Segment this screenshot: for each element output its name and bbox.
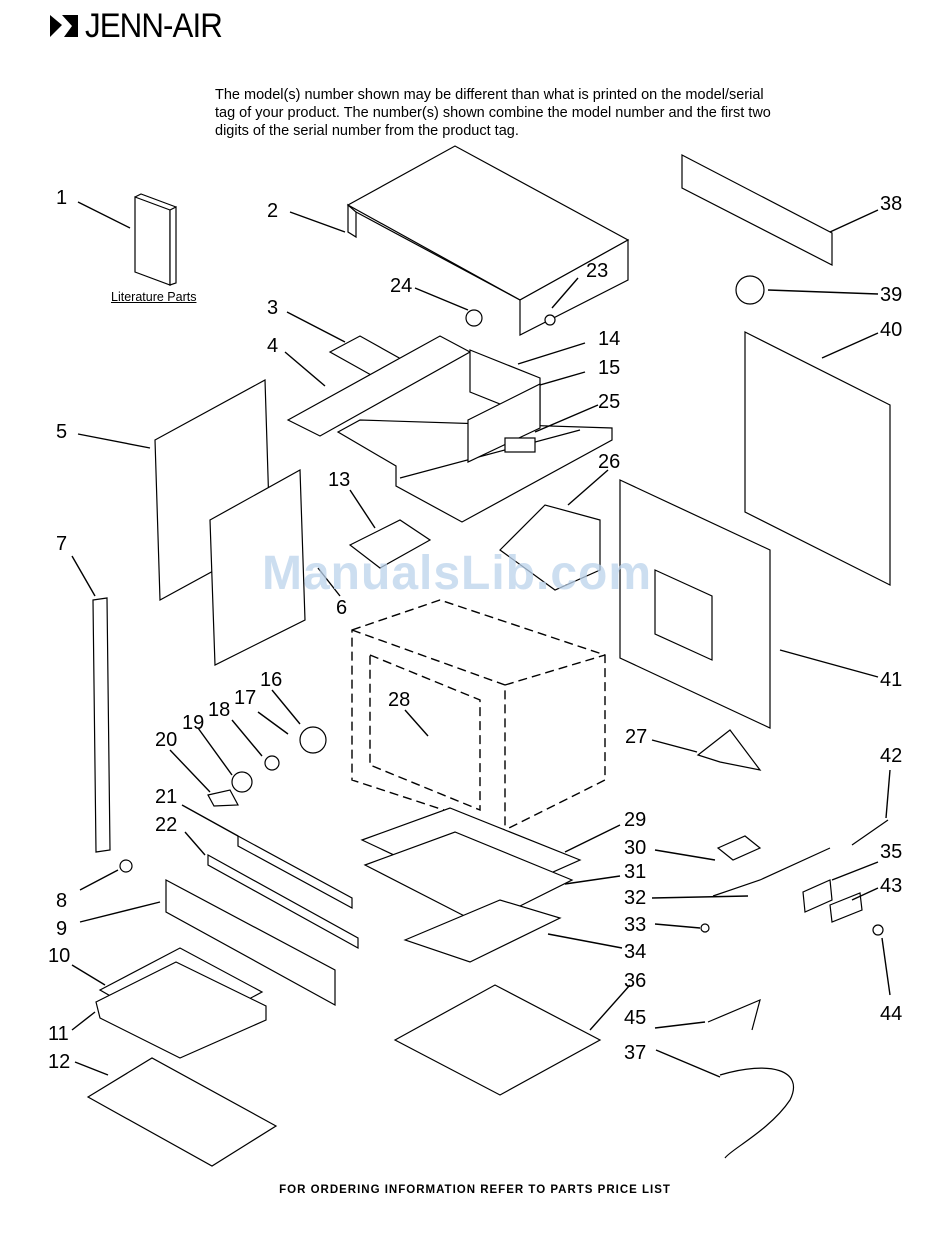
vent-bracket (681, 154, 833, 266)
rod-clip (700, 923, 710, 933)
top-cover (346, 145, 630, 336)
door-hinge (696, 729, 762, 771)
model-number-notice: The model(s) number shown may be differe… (215, 87, 771, 139)
door-latch-assembly (348, 519, 432, 569)
callout-38: 38 (880, 193, 902, 215)
callout-28: 28 (388, 689, 410, 711)
literature-parts-label: Literature Parts (111, 290, 197, 304)
callout-35: 35 (880, 841, 902, 863)
callout-39: 39 (880, 284, 902, 306)
callout-9: 9 (56, 918, 67, 940)
callout-30: 30 (624, 837, 646, 859)
callout-36: 36 (624, 970, 646, 992)
brand-name: JENN-AIR (85, 7, 223, 45)
bottom-support (403, 899, 562, 963)
switch-bracket (802, 879, 833, 913)
brand-logo: JENN-AIR (48, 6, 234, 46)
callout-6: 6 (336, 597, 347, 619)
callout-44: 44 (880, 1003, 902, 1025)
literature-booklet (134, 193, 177, 286)
actuator-rod (712, 847, 831, 897)
mounting-screw (544, 314, 556, 326)
switch-screw (872, 924, 884, 936)
bake-element-tray (363, 831, 574, 926)
vent-duct (499, 504, 601, 591)
callout-34: 34 (624, 941, 646, 963)
callout-23: 23 (586, 260, 608, 282)
latch-bracket (716, 835, 762, 861)
lamp-gasket (207, 789, 239, 807)
callout-4: 4 (267, 335, 278, 357)
callout-21: 21 (155, 786, 177, 808)
callout-37: 37 (624, 1042, 646, 1064)
door-spring (851, 819, 889, 846)
jenn-air-logo-icon (50, 15, 78, 37)
trim-screw (119, 859, 133, 873)
callout-31: 31 (624, 861, 646, 883)
rear-panel (744, 331, 891, 586)
lamp-lens (231, 771, 253, 793)
watermark: ManualsLib.com (262, 547, 653, 600)
drawer-frame (393, 984, 602, 1096)
ordering-footer: FOR ORDERING INFORMATION REFER TO PARTS … (279, 1184, 671, 1196)
callout-42: 42 (880, 745, 902, 767)
callout-16: 16 (260, 669, 282, 691)
callout-29: 29 (624, 809, 646, 831)
temperature-sensor (707, 998, 761, 1031)
callout-32: 32 (624, 887, 646, 909)
callout-13: 13 (328, 469, 350, 491)
callout-2: 2 (267, 200, 278, 222)
callout-45: 45 (624, 1007, 646, 1029)
callout-5: 5 (56, 421, 67, 443)
callout-22: 22 (155, 814, 177, 836)
callout-18: 18 (208, 699, 230, 721)
callout-24: 24 (390, 275, 412, 297)
callout-10: 10 (48, 945, 70, 967)
side-trim-strip (92, 597, 111, 853)
callout-12: 12 (48, 1051, 70, 1073)
callout-19: 19 (182, 712, 204, 734)
oven-rack (86, 1057, 278, 1167)
callout-26: 26 (598, 451, 620, 473)
inner-side-panel (209, 468, 306, 666)
vent-grille (165, 879, 336, 1007)
callout-14: 14 (598, 328, 620, 350)
callout-27: 27 (625, 726, 647, 748)
callout-15: 15 (598, 357, 620, 379)
door-switch (829, 892, 863, 923)
lower-trim-strip-upper (237, 834, 353, 910)
lower-trim-strip-lower (207, 853, 359, 950)
lamp-socket (299, 726, 327, 754)
callout-3: 3 (267, 297, 278, 319)
top-plates (286, 335, 613, 523)
lamp-bulb (264, 755, 280, 771)
callout-8: 8 (56, 890, 67, 912)
control-bracket (467, 349, 541, 463)
callout-43: 43 (880, 875, 902, 897)
callout-labels: 1 2 3 4 5 6 7 8 9 10 11 12 13 14 15 16 1… (48, 187, 902, 1073)
callout-25: 25 (598, 391, 620, 413)
callout-1: 1 (56, 187, 67, 209)
oven-cavity-outline (351, 599, 606, 831)
callout-17: 17 (234, 687, 256, 709)
callout-33: 33 (624, 914, 646, 936)
thermostat-switch (465, 309, 483, 327)
callout-7: 7 (56, 533, 67, 555)
frame-window (654, 569, 713, 661)
power-cord (719, 1067, 795, 1159)
broiler-pan (95, 961, 267, 1059)
callout-40: 40 (880, 319, 902, 341)
fan-blade (735, 275, 765, 305)
callout-11: 11 (48, 1023, 69, 1045)
callout-41: 41 (880, 669, 902, 691)
leader-lines (71, 201, 891, 1078)
callout-20: 20 (155, 729, 177, 751)
